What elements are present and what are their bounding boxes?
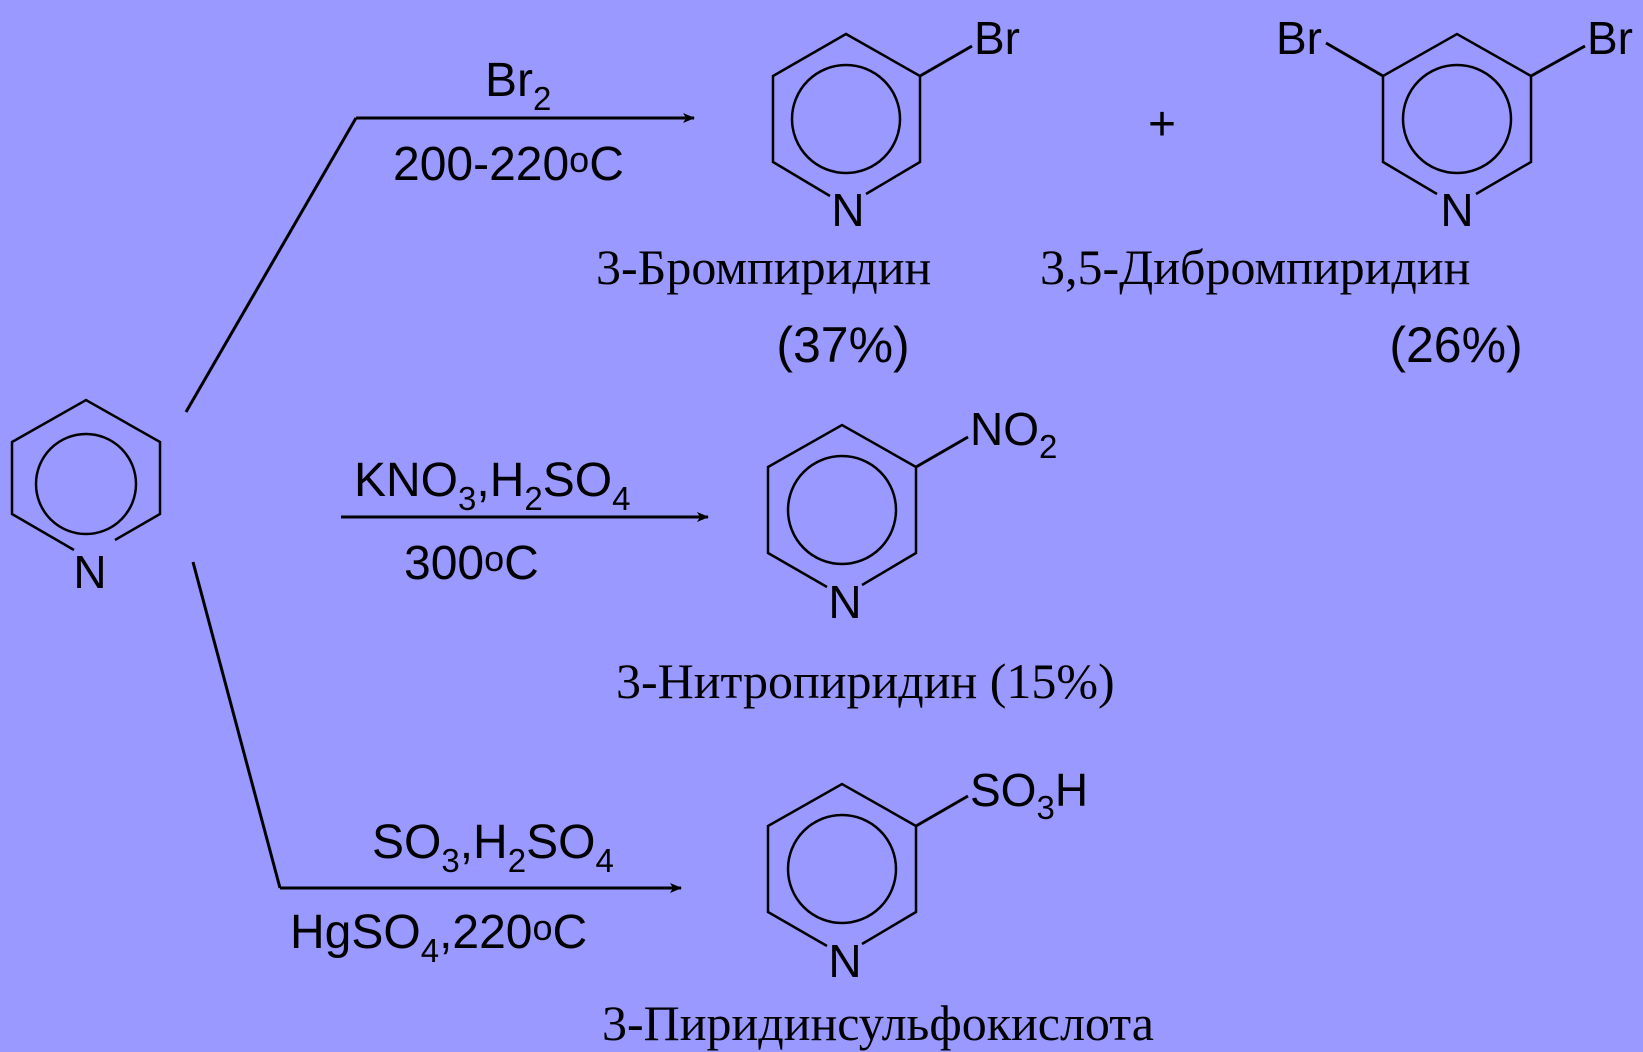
bromination-branch: Br2 200-220oC N Br 3-Бромпиридин (37%) +…: [184, 12, 1633, 413]
bromopyridine-br-label: Br: [974, 12, 1020, 64]
product-3-5-dibromopyridine: N Br Br 3,5-Дибромпиридин (26%): [1040, 12, 1633, 373]
bromination-branch-line: [184, 117, 358, 413]
sulfonic-acid-name: 3-Пиридинсульфокислота: [602, 995, 1154, 1051]
nitropyridine-name: 3-Нитропиридин (15%): [616, 653, 1115, 709]
bromopyridine-aromatic-circle: [790, 63, 902, 175]
sulfonation-condition: HgSO4,220oC: [290, 906, 587, 969]
dibromopyridine-aromatic-circle: [1401, 63, 1513, 175]
sulfonation-reagent: SO3,H2SO4: [372, 816, 614, 879]
reactant-ring-bonds: [10, 398, 162, 552]
nitropyridine-ring-bonds: [766, 423, 918, 589]
reactant-aromatic-circle: [34, 432, 138, 536]
dibromopyridine-right-c-br-bond: [1530, 44, 1586, 78]
sulfonic-acid-aromatic-circle: [786, 813, 898, 925]
bromopyridine-ring-bonds: [771, 32, 922, 198]
bromination-condition: 200-220oC: [393, 138, 624, 191]
nitropyridine-nitrogen: N: [828, 576, 861, 628]
bromopyridine-c-br-bond: [919, 44, 973, 78]
dibromopyridine-nitrogen: N: [1440, 184, 1473, 236]
product-3-pyridinesulfonic-acid: N SO3H 3-Пиридинсульфокислота: [602, 764, 1154, 1051]
sulfonic-acid-c-s-bond: [915, 794, 969, 828]
nitropyridine-c-n-bond: [915, 435, 969, 469]
dibromopyridine-name: 3,5-Дибромпиридин: [1040, 239, 1470, 295]
bromination-reagent: Br2: [485, 54, 551, 117]
dibromopyridine-right-br-label: Br: [1587, 12, 1633, 64]
sulfonic-acid-ring-bonds: [766, 782, 918, 948]
dibromopyridine-left-c-br-bond: [1325, 41, 1384, 78]
sulfonation-branch: SO3,H2SO4 HgSO4,220oC N SO3H 3-Пиридинсу…: [191, 561, 1154, 1051]
dibromopyridine-ring-bonds: [1381, 32, 1533, 196]
nitropyridine-no2-label: NO2: [970, 403, 1057, 465]
bromopyridine-nitrogen: N: [831, 184, 864, 236]
nitration-reagent: KNO3,H2SO4: [354, 454, 630, 517]
sulfonation-branch-line: [191, 561, 282, 889]
nitration-branch: KNO3,H2SO4 300oC N NO2 3-Нитропиридин (1…: [341, 403, 1115, 709]
sulfonic-acid-nitrogen: N: [828, 935, 861, 987]
bromopyridine-name: 3-Бромпиридин: [596, 239, 931, 295]
reactant-pyridine: N: [10, 398, 162, 598]
product-3-nitropyridine: N NO2 3-Нитропиридин (15%): [616, 403, 1115, 709]
dibromopyridine-yield: (26%): [1389, 317, 1522, 373]
bromopyridine-yield: (37%): [776, 317, 909, 373]
nitration-condition: 300oC: [404, 537, 539, 590]
reactant-nitrogen: N: [73, 546, 106, 598]
product-3-bromopyridine: N Br 3-Бромпиридин (37%): [596, 12, 1020, 373]
plus-sign: +: [1148, 98, 1176, 151]
sulfonic-acid-so3h-label: SO3H: [970, 764, 1088, 826]
nitropyridine-aromatic-circle: [786, 454, 898, 566]
dibromopyridine-left-br-label: Br: [1276, 12, 1322, 64]
